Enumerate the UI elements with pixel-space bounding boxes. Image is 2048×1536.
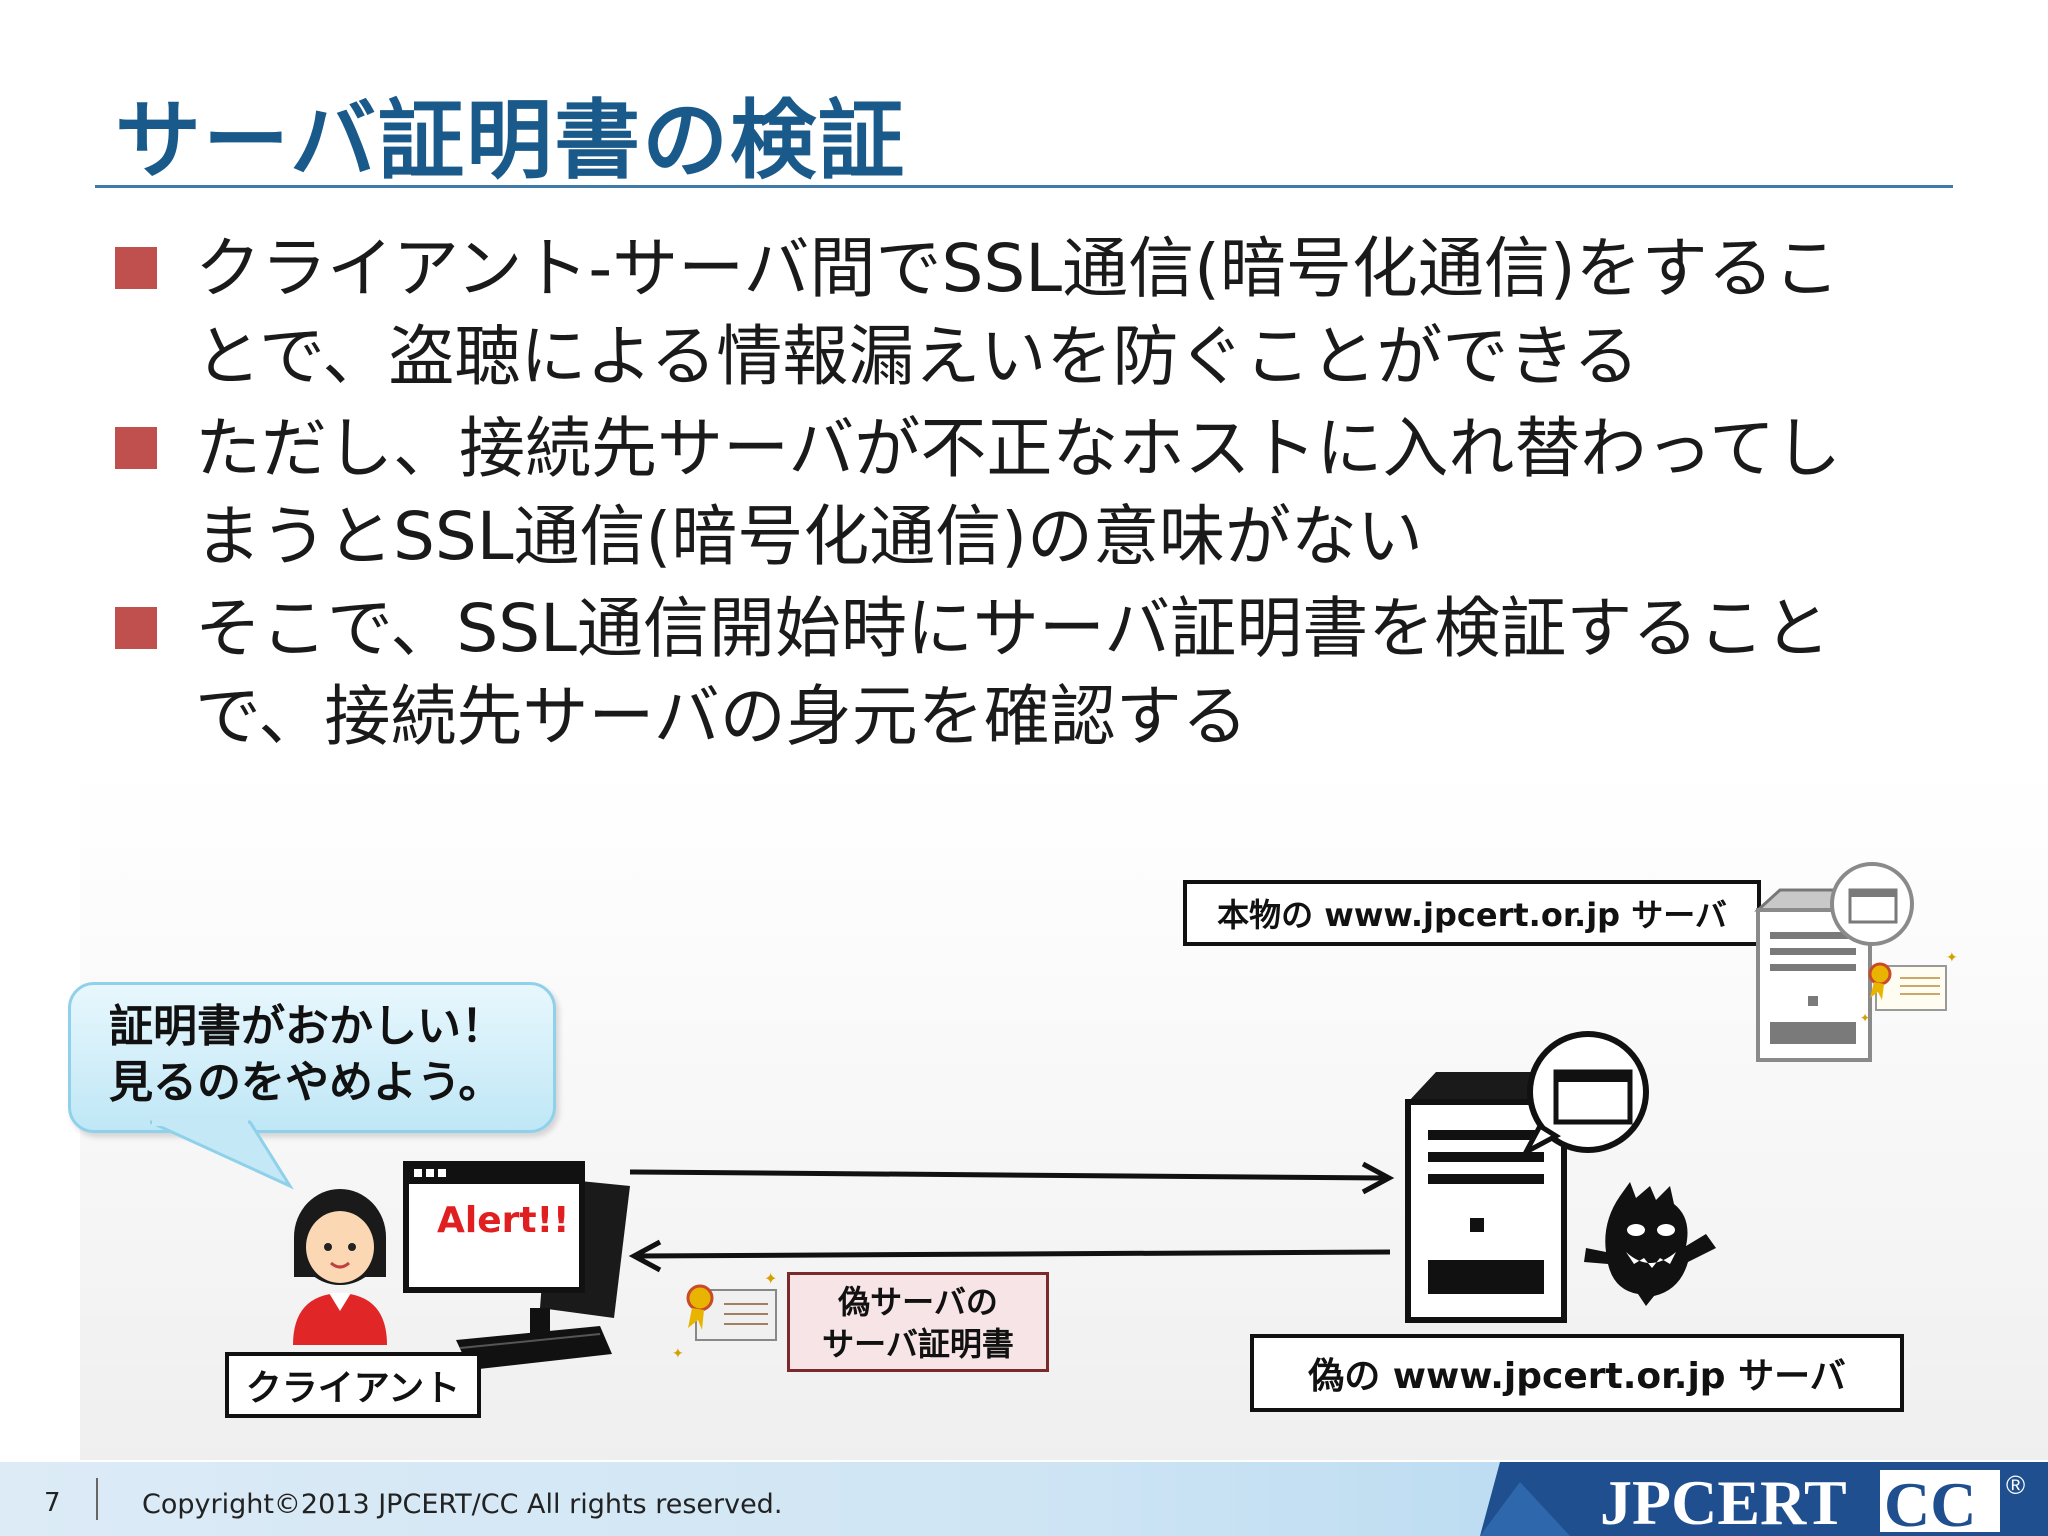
bullet-line: とで、盗聴による情報漏えいを防ぐことができる — [195, 318, 1640, 395]
person-icon — [293, 1189, 387, 1345]
response-arrow — [628, 1239, 1391, 1273]
client-label-text: クライアント — [245, 1368, 461, 1409]
devil-icon — [1584, 1182, 1716, 1306]
bubble-tail — [150, 1118, 294, 1190]
monitor-icon — [403, 1161, 630, 1370]
real-cert-icon: ✦ ✦ — [1860, 950, 1958, 1025]
bullet-text: ただし、接続先サーバが不正なホストに入れ替わってし まうとSSL通信(暗号化通信… — [195, 405, 1841, 581]
request-arrow — [629, 1161, 1395, 1195]
fake-cert-line: 偽サーバの — [838, 1283, 998, 1321]
bullet-text: クライアント-サーバ間でSSL通信(暗号化通信)をするこ とで、盗聴による情報漏… — [195, 225, 1840, 401]
page-title: サーバ証明書の検証 — [115, 91, 907, 191]
svg-text:✦: ✦ — [1946, 950, 1958, 966]
footer-divider — [96, 1478, 98, 1520]
fake-cert-icon: ✦ ✦ — [672, 1269, 777, 1362]
title-divider — [95, 185, 1953, 188]
svg-text:✦: ✦ — [764, 1269, 777, 1288]
fake-cert-line: サーバ証明書 — [822, 1325, 1014, 1363]
bullet-text: そこで、SSL通信開始時にサーバ証明書を検証すること で、接続先サーバの身元を確… — [195, 585, 1830, 761]
real-server-label: 本物の www.jpcert.or.jp サーバ — [1183, 880, 1761, 946]
svg-text:®: ® — [2006, 1470, 2025, 1500]
fake-server-icon — [1405, 1031, 1649, 1323]
client-label: クライアント — [225, 1352, 481, 1418]
bubble-line: 証明書がおかしい！ — [109, 1001, 505, 1052]
bullet-line: クライアント-サーバ間でSSL通信(暗号化通信)をするこ — [195, 230, 1840, 307]
bullet-square-icon — [115, 427, 157, 469]
bullet-square-icon — [115, 607, 157, 649]
svg-text:✦: ✦ — [1860, 1011, 1870, 1025]
fake-server-label: 偽の www.jpcert.or.jp サーバ — [1250, 1334, 1904, 1412]
svg-text:CC: CC — [1884, 1469, 1976, 1536]
bullet-square-icon — [115, 247, 157, 289]
page-number: 7 — [44, 1488, 61, 1518]
bullet-line: で、接続先サーバの身元を確認する — [195, 678, 1248, 755]
real-server-icon — [1754, 862, 1914, 1062]
alert-text: Alert!! — [437, 1200, 570, 1241]
real-server-label-text: 本物の www.jpcert.or.jp サーバ — [1217, 896, 1727, 934]
fake-server-label-text: 偽の www.jpcert.or.jp サーバ — [1308, 1356, 1846, 1397]
warning-speech-bubble: 証明書がおかしい！ 見るのをやめよう。 — [68, 982, 556, 1133]
bubble-line: 見るのをやめよう。 — [109, 1057, 503, 1108]
jpcert-logo: JPCERT CC ® — [1480, 1462, 2048, 1536]
bullet-line: まうとSSL通信(暗号化通信)の意味がない — [195, 498, 1424, 575]
svg-text:JPCERT: JPCERT — [1600, 1467, 1847, 1536]
svg-text:✦: ✦ — [672, 1346, 684, 1362]
fake-cert-label: 偽サーバの サーバ証明書 — [787, 1272, 1049, 1372]
bubble-text: 証明書がおかしい！ 見るのをやめよう。 — [109, 999, 505, 1111]
bullet-line: ただし、接続先サーバが不正なホストに入れ替わってし — [195, 410, 1842, 487]
copyright-text: Copyright©2013 JPCERT/CC All rights rese… — [142, 1489, 783, 1520]
bullet-line: そこで、SSL通信開始時にサーバ証明書を検証すること — [195, 590, 1831, 667]
